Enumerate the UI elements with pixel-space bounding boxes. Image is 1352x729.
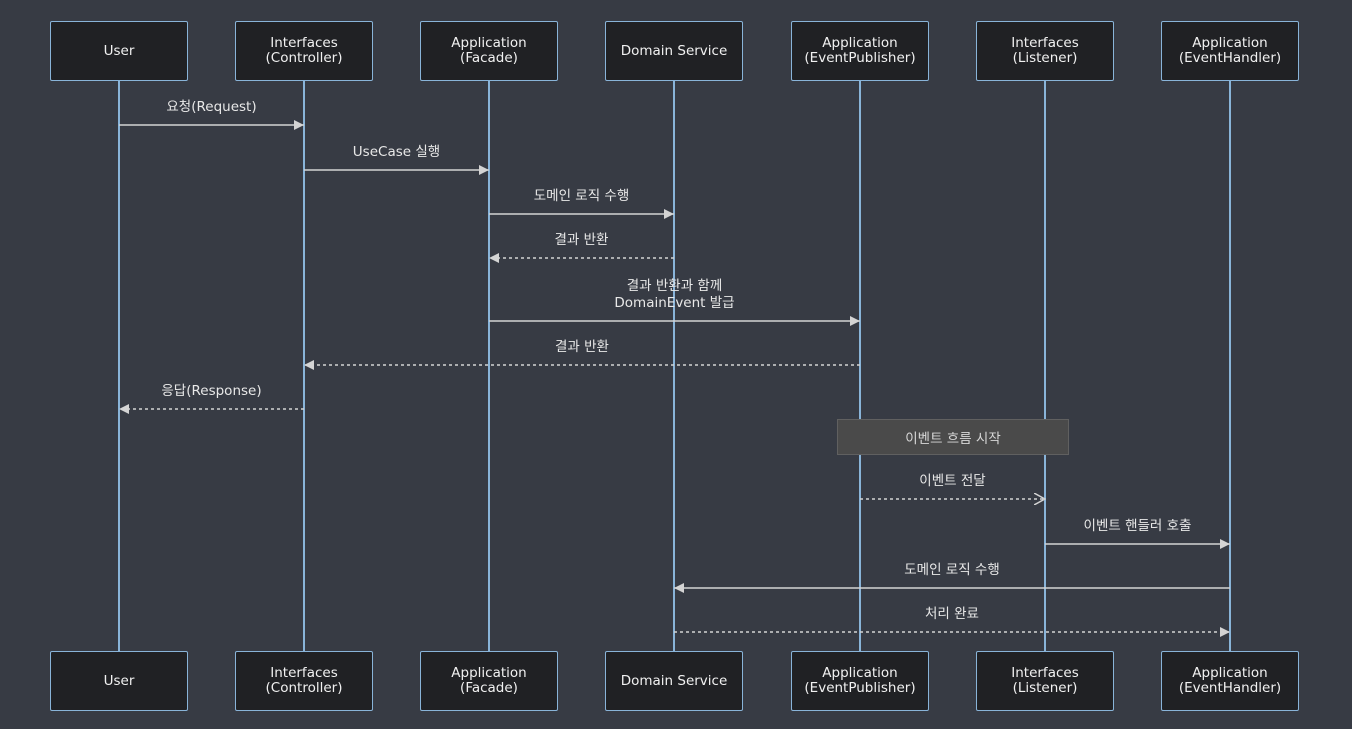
actor-label: (EventPublisher): [804, 680, 916, 696]
actor-label: Interfaces: [1011, 35, 1079, 51]
message-text: 처리 완료: [925, 606, 979, 622]
actor-listener-top: Interfaces(Listener): [976, 21, 1114, 81]
message-text: 이벤트 핸들러 호출: [1083, 518, 1192, 534]
message-text: DomainEvent 발급: [614, 295, 735, 311]
message-label-4: 결과 반환: [555, 232, 609, 249]
message-text: 결과 반환: [555, 339, 609, 355]
actor-label: (Controller): [265, 680, 343, 696]
actor-label: Interfaces: [270, 665, 338, 681]
message-text: 결과 반환: [554, 232, 609, 248]
actor-controller-top: Interfaces(Controller): [235, 21, 373, 81]
note-text: 이벤트 흐름 시작: [905, 431, 1001, 447]
actor-label: Application: [1192, 665, 1268, 681]
actor-facade-top: Application(Facade): [420, 21, 558, 81]
message-text: 요청(Request): [166, 99, 257, 115]
actor-label: (Controller): [265, 50, 343, 66]
actor-label: (EventHandler): [1178, 50, 1282, 66]
message-label-7: 응답(Response): [161, 383, 261, 400]
message-text: 응답(Response): [161, 383, 262, 399]
actor-label: (Listener): [1012, 50, 1078, 66]
message-text: 이벤트 전달: [919, 473, 986, 489]
message-label-2: UseCase 실행: [353, 144, 440, 161]
message-text: 도메인 로직 수행: [533, 188, 630, 204]
actor-label: Domain Service: [620, 42, 728, 59]
actor-label: Application: [451, 665, 527, 681]
message-label-11: 처리 완료: [925, 606, 979, 623]
actor-label: User: [103, 672, 135, 689]
actor-label: (EventHandler): [1178, 680, 1282, 696]
actor-label: Application: [1192, 35, 1268, 51]
actor-event-handler-top: Application(EventHandler): [1161, 21, 1299, 81]
message-label-6: 결과 반환: [555, 339, 609, 356]
actor-event-publisher-bottom: Application(EventPublisher): [791, 651, 929, 711]
actor-user-bottom: User: [50, 651, 188, 711]
actor-label: Application: [822, 665, 898, 681]
actor-label: Interfaces: [270, 35, 338, 51]
message-text: 결과 반환과 함께: [626, 278, 723, 294]
actor-user-top: User: [50, 21, 188, 81]
actor-listener-bottom: Interfaces(Listener): [976, 651, 1114, 711]
actor-controller-bottom: Interfaces(Controller): [235, 651, 373, 711]
actor-label: Interfaces: [1011, 665, 1079, 681]
actor-label: (Facade): [460, 680, 518, 696]
message-label-9: 이벤트 핸들러 호출: [1084, 518, 1192, 535]
actor-label: Application: [451, 35, 527, 51]
actor-label: (EventPublisher): [804, 50, 916, 66]
message-label-1: 요청(Request): [166, 99, 256, 116]
actor-label: Domain Service: [620, 672, 728, 689]
actor-facade-bottom: Application(Facade): [420, 651, 558, 711]
message-label-3: 도메인 로직 수행: [534, 188, 630, 205]
actor-domain-service-bottom: Domain Service: [605, 651, 743, 711]
actor-label: User: [103, 42, 135, 59]
message-text: 도메인 로직 수행: [904, 562, 1000, 578]
message-text: UseCase 실행: [352, 144, 441, 160]
actor-label: (Facade): [460, 50, 518, 66]
note-event-flow-start: 이벤트 흐름 시작: [837, 419, 1069, 455]
actor-domain-service-top: Domain Service: [605, 21, 743, 81]
actor-label: (Listener): [1012, 680, 1078, 696]
message-label-10: 도메인 로직 수행: [904, 562, 1000, 579]
actor-event-publisher-top: Application(EventPublisher): [791, 21, 929, 81]
actor-event-handler-bottom: Application(EventHandler): [1161, 651, 1299, 711]
actor-label: Application: [822, 35, 898, 51]
message-label-8: 이벤트 전달: [919, 473, 985, 490]
